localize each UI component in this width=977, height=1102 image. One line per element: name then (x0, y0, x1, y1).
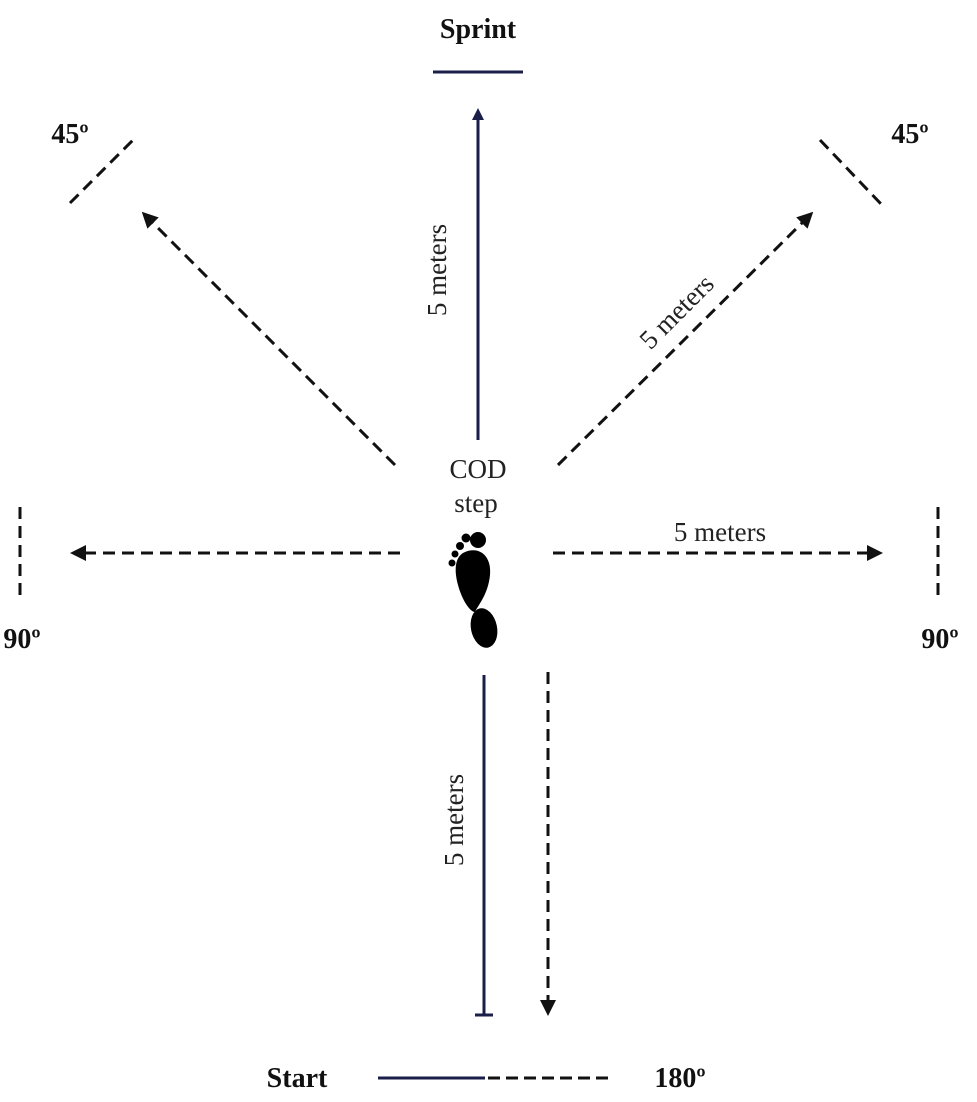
angle-90-right-label: 90º (921, 624, 958, 655)
angle-45-right-label: 45º (891, 119, 928, 150)
footprint-icon (448, 532, 498, 648)
sprint-label: Sprint (440, 14, 517, 45)
cod-label-line2: step (454, 488, 498, 518)
marker-45-left (68, 138, 135, 205)
angle-180-label: 180º (654, 1063, 705, 1094)
start-label: Start (267, 1063, 328, 1094)
distance-right-label: 5 meters (674, 517, 766, 547)
marker-45-right (818, 138, 884, 207)
cod-label-line1: COD (449, 454, 506, 484)
distance-down-label: 5 meters (439, 774, 469, 866)
arrow-45-left-dashed (141, 211, 397, 467)
distance-diag-label: 5 meters (633, 268, 719, 354)
distance-up-label: 5 meters (422, 224, 452, 316)
arrow-45-right-dashed (556, 211, 814, 467)
angle-90-left-label: 90º (3, 624, 40, 655)
angle-45-left-label: 45º (51, 119, 88, 150)
